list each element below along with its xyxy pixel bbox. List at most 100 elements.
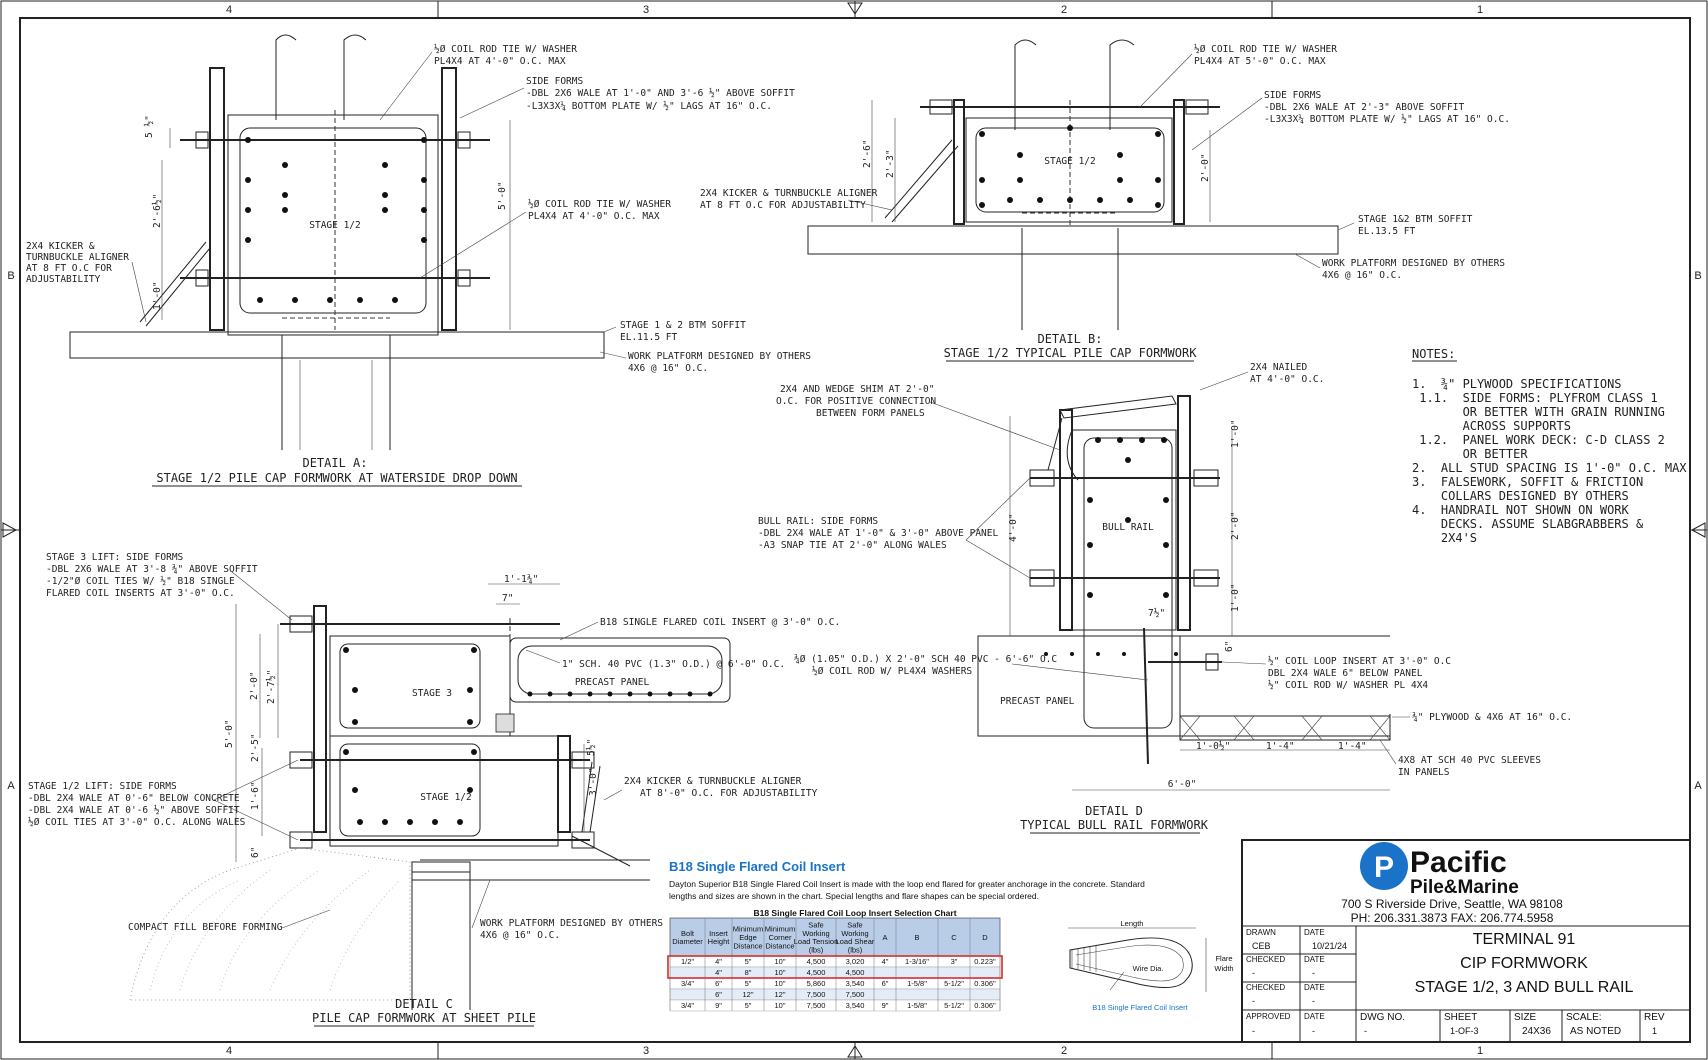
detail-a-note-coil-top-1: ½Ø COIL ROD TIE W/ WASHER <box>434 44 577 55</box>
detail-c-dim-1: 1'-1¾" <box>504 574 538 585</box>
drawing-title-3: STAGE 1/2, 3 AND BULL RAIL <box>1415 979 1634 996</box>
notes-line-6: OR BETTER <box>1412 447 1528 461</box>
b18-header-cell: Insert <box>709 929 729 938</box>
b18-header-cell: (lbs) <box>848 946 863 955</box>
b18-table-cell: 4,500 <box>846 968 865 977</box>
detail-b-dim-3: 2'-0" <box>1200 153 1211 182</box>
detail-b-note-wp-2: 4X6 @ 16" O.C. <box>1322 270 1402 281</box>
detail-d-dim-6: 6" <box>1224 641 1235 652</box>
b18-table-cell: 3/4" <box>681 979 694 988</box>
detail-c-note-s3-2: -DBL 2X6 WALE AT 3'-8 ¾" ABOVE SOFFIT <box>46 564 258 575</box>
detail-d-note-ply: ¾" PLYWOOD & 4X6 AT 16" O.C. <box>1412 712 1572 723</box>
detail-c-dim-6: 2'-5" <box>250 733 261 762</box>
b18-table-cell: 8" <box>745 968 752 977</box>
detail-d-note-sleeve-1: 4X8 AT SCH 40 PVC SLEEVES <box>1398 755 1541 766</box>
b18-table-cell: 10" <box>774 957 785 966</box>
detail-c-note-pvc: 1" SCH. 40 PVC (1.3" O.D.) @ 6'-0" O.C. <box>562 659 785 670</box>
detail-b-note-soffit-1: STAGE 1&2 BTM SOFFIT <box>1358 214 1473 225</box>
detail-d-dim-5: 7½" <box>1148 608 1165 619</box>
grid-row-a-left: A <box>7 780 15 792</box>
detail-a-note-wp-1: WORK PLATFORM DESIGNED BY OTHERS <box>628 351 811 362</box>
detail-c-note-b18: B18 SINGLE FLARED COIL INSERT @ 3'-0" O.… <box>600 617 840 628</box>
grid-col-2-bottom: 2 <box>1061 1045 1067 1057</box>
checked-value-1: - <box>1252 968 1255 978</box>
b18-header-cell: Bolt <box>681 929 695 938</box>
b18-table-cell: 0.306" <box>974 1001 996 1010</box>
detail-b-note-side-3: -L3X3X¼ BOTTOM PLATE W/ ½" LAGS AT 16" O… <box>1264 114 1510 125</box>
detail-b-dim-1: 2'-6" <box>862 139 873 168</box>
b18-header-cell: Distance <box>733 941 762 950</box>
detail-c-note-s12-1: STAGE 1/2 LIFT: SIDE FORMS <box>28 781 177 792</box>
company-name-1: Pacific <box>1410 846 1507 879</box>
b18-fig-length: Length <box>1121 919 1144 928</box>
b18-table-cell: 10" <box>774 979 785 988</box>
detail-a-note-coil-mid-1: ½Ø COIL ROD TIE W/ WASHER <box>528 199 671 210</box>
grid-col-1-top: 1 <box>1477 4 1483 16</box>
b18-table-cell: 7,500 <box>807 1001 826 1010</box>
b18-table-cell: 7,500 <box>807 990 826 999</box>
detail-d-note-side-3: -A3 SNAP TIE AT 2'-0" ALONG WALES <box>758 540 947 551</box>
drawn-date-label: DATE <box>1304 928 1325 937</box>
detail-a-note-kicker-1: 2X4 KICKER & <box>26 241 95 252</box>
grid-col-4-bottom: 4 <box>226 1045 232 1057</box>
grid-row-b-left: B <box>7 270 14 282</box>
detail-c-stage12-label: STAGE 1/2 <box>420 792 471 803</box>
detail-b-note-wp-1: WORK PLATFORM DESIGNED BY OTHERS <box>1322 258 1505 269</box>
detail-c-compact-fill <box>129 847 411 1001</box>
b18-selection-table: BoltDiameterInsertHeightMinimumEdgeDista… <box>667 917 1003 1012</box>
b18-table-cell: 1/2" <box>681 957 694 966</box>
notes-line-7: 2. ALL STUD SPACING IS 1'-0" O.C. MAX <box>1412 461 1687 475</box>
b18-table-cell: 4,500 <box>807 957 826 966</box>
b18-highlight-box <box>667 955 1003 979</box>
b18-header-cell: Height <box>708 937 731 946</box>
b18-table-cell: 12" <box>774 990 785 999</box>
detail-c-note-fill: COMPACT FILL BEFORE FORMING <box>128 922 283 933</box>
approved-date-value: - <box>1312 1026 1315 1036</box>
b18-table-cell: 6" <box>715 979 722 988</box>
b18-table-cell: 10" <box>774 968 785 977</box>
b18-header-cell: Diameter <box>672 937 703 946</box>
detail-d-title: DETAIL D <box>1085 804 1143 818</box>
b18-header-cell: Working <box>802 929 829 938</box>
detail-b-note-side-2: -DBL 2X6 WALE AT 2'-3" ABOVE SOFFIT <box>1264 102 1464 113</box>
notes-line-9: COLLARS DESIGNED BY OTHERS <box>1412 489 1629 503</box>
b18-table-cell: 4" <box>715 957 722 966</box>
b18-table-cell: 12" <box>742 990 753 999</box>
detail-d-note-side-1: BULL RAIL: SIDE FORMS <box>758 516 878 527</box>
detail-d-subtitle: TYPICAL BULL RAIL FORMWORK <box>1020 818 1209 832</box>
b18-chart-title: B18 Single Flared Coil Loop Insert Selec… <box>753 908 956 918</box>
detail-c-dim-10: 5½" <box>586 739 597 756</box>
detail-d-precast-label: PRECAST PANEL <box>1000 696 1075 707</box>
detail-c-note-kicker-2: AT 8'-0" O.C. FOR ADJUSTABILITY <box>640 788 818 799</box>
title-block: P Pacific Pile&Marine 700 S Riverside Dr… <box>1241 839 1691 1043</box>
detail-d-dim-1: 1'-0" <box>1230 419 1241 448</box>
detail-c-dim-2: 7" <box>502 593 513 604</box>
detail-c-note-s3-3: -1/2"Ø COIL TIES W/ ½" B18 SINGLE <box>46 576 235 587</box>
detail-a-note-wp-2: 4X6 @ 16" O.C. <box>628 363 708 374</box>
detail-c-rebar <box>343 647 713 825</box>
checked-label-1: CHECKED <box>1246 955 1285 964</box>
notes-line-4: ACROSS SUPPORTS <box>1412 419 1571 433</box>
b18-header-cell: Safe <box>808 920 823 929</box>
detail-d-note-loop-2: DBL 2X4 WALE 6" BELOW PANEL <box>1268 668 1423 679</box>
detail-c-dim-4: 2'-7½" <box>266 670 277 704</box>
dwg-no-label: DWG NO. <box>1360 1012 1405 1023</box>
b18-table-cell: 5" <box>745 1001 752 1010</box>
detail-c-dim-3: 2'-0" <box>249 671 260 700</box>
b18-fig-caption: B18 Single Flared Coil Insert <box>1092 1003 1188 1012</box>
notes-line-2: 1.1. SIDE FORMS: PLYFROM CLASS 1 <box>1412 391 1658 405</box>
grid-row-b-right: B <box>1694 270 1701 282</box>
detail-d-platform-joists <box>1179 715 1391 741</box>
detail-b-note-coil-2: PL4X4 AT 5'-0" O.C. MAX <box>1194 56 1326 67</box>
grid-col-2-top: 2 <box>1061 4 1067 16</box>
b18-fig-flare-1: Flare <box>1215 954 1232 963</box>
b18-table-cell: 6" <box>882 979 889 988</box>
detail-d-dim-7: 1'-0½" <box>1196 741 1230 752</box>
notes-line-8: 3. FALSEWORK, SOFFIT & FRICTION <box>1412 475 1643 489</box>
b18-fig-wire: Wire Dia. <box>1133 964 1164 973</box>
detail-d-note-wedge-2: O.C. FOR POSITIVE CONNECTION <box>776 396 936 407</box>
detail-d-dim-2: 4'-0" <box>1008 513 1019 542</box>
grid-col-3-top: 3 <box>643 4 649 16</box>
detail-c: 1'-1¾" 7" 2'-0" 2'-7½" 5'-0" 2'-5" 1'-6"… <box>28 552 840 1027</box>
detail-d-note-loop-1: ½" COIL LOOP INSERT AT 3'-0" O.C <box>1268 656 1451 667</box>
